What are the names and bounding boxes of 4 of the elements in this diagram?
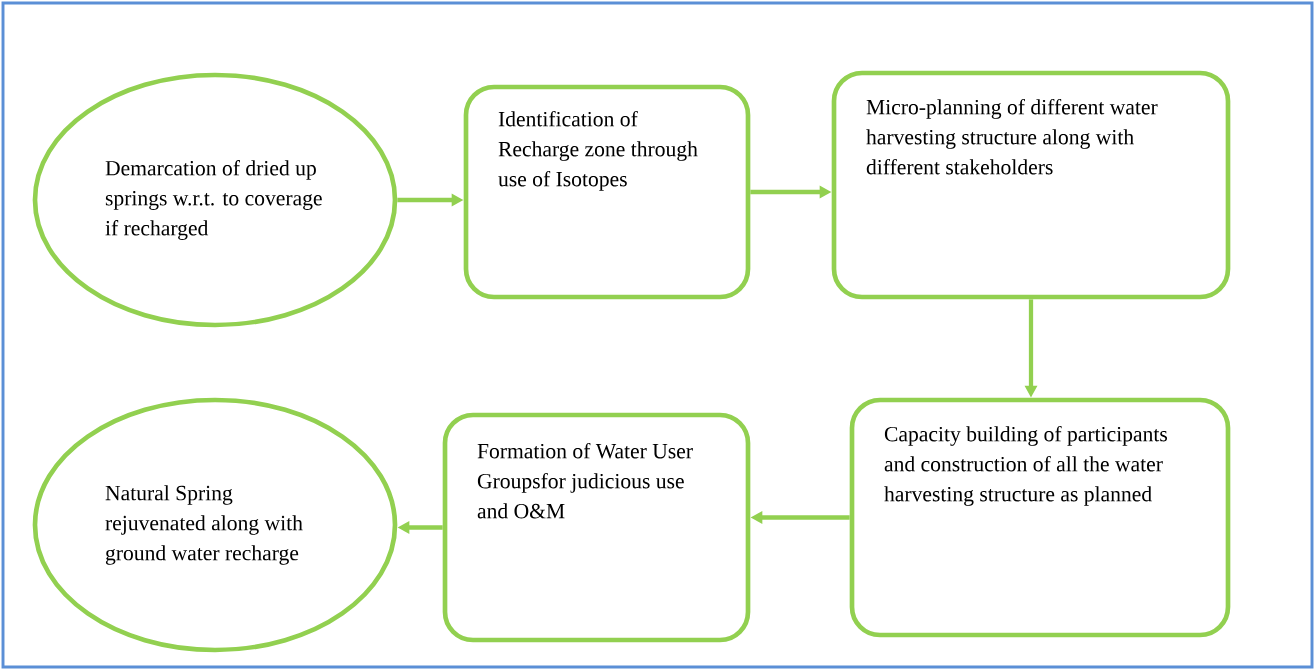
process-box: Formation of Water User Groupsfor judicious use and O&M	[442, 412, 751, 643]
process-box: Identification of Recharge zone through use of Isotopes	[463, 84, 751, 300]
process-box: Micro-planning of different water harvesting structure along with different stakeholders	[831, 70, 1231, 300]
process-box: Capacity building of participants and construction of all the water harvesting structure as planned	[849, 397, 1231, 638]
